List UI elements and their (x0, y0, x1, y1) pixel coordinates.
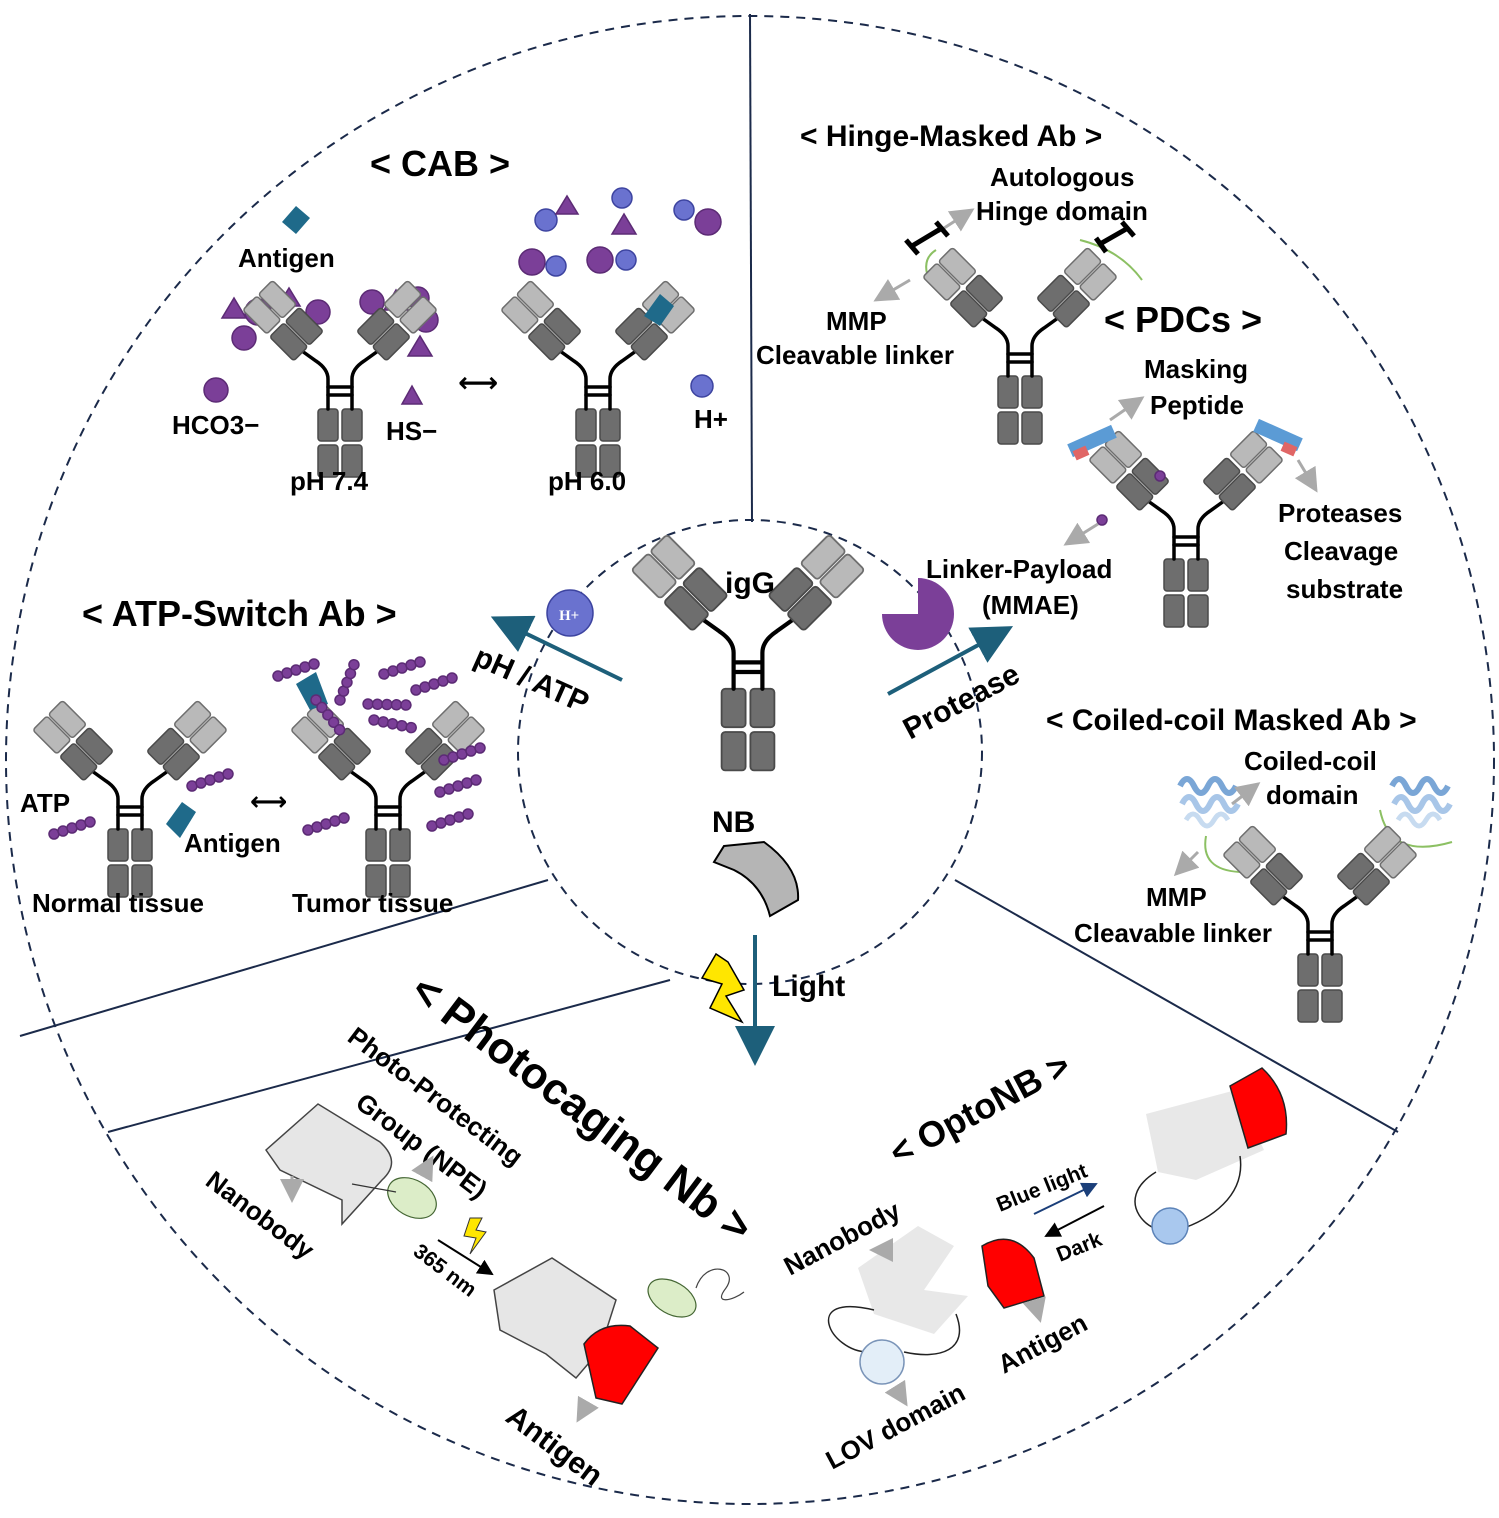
pdc-protease-1: Proteases (1278, 498, 1402, 528)
coiled-domain-2: domain (1266, 780, 1358, 810)
pdc-protease-3: substrate (1286, 574, 1403, 604)
opto-lov-dark (859, 1339, 905, 1385)
cab-ph-left: pH 7.4 (290, 466, 369, 496)
opto-nanobody-dark (858, 1226, 968, 1334)
hinge-autologous-1: Autologous (990, 162, 1134, 192)
opto-blue-light: Blue light (993, 1159, 1090, 1216)
hinge-mmp-2: Cleavable linker (756, 340, 954, 370)
coiled-title: < Coiled-coil Masked Ab > (1046, 704, 1417, 737)
opto-antigen-label: Antigen (993, 1307, 1093, 1379)
hinge-autologous-2: Hinge domain (976, 196, 1148, 226)
cab-section: < CAB > Antigen HCO3− HS− pH 7.4 ⟷ (172, 143, 728, 496)
pdc-title: < PDCs > (1104, 299, 1262, 340)
hinge-section: < Hinge-Masked Ab > Autologous Hinge dom… (756, 120, 1148, 446)
cab-hplus-label: H+ (694, 404, 728, 434)
pdc-masking-2: Peptide (1150, 390, 1244, 420)
optonb-title: < OptoNB > (883, 1044, 1077, 1173)
atp-normal: Normal tissue (32, 888, 204, 918)
atp-equilibrium: ⟷ (250, 786, 287, 816)
divider-lower-left (107, 979, 671, 1133)
pdc-payload-2: (MMAE) (982, 590, 1079, 620)
opto-nanobody-bright (1146, 1090, 1264, 1180)
inner-circle (517, 519, 983, 985)
optonb-section: < OptoNB > Blue light Dark Nanobody LOV … (779, 1044, 1288, 1475)
atp-tumor: Tumor tissue (292, 888, 453, 918)
center-nb: NB (712, 806, 800, 918)
photocaging-wavelength: 365 nm (409, 1240, 481, 1302)
nanobody-shape (712, 840, 800, 918)
nb-label: NB (712, 806, 755, 839)
atp-title: < ATP-Switch Ab > (82, 593, 397, 634)
center-hplus: H+ (546, 589, 594, 637)
hplus-symbol: H+ (559, 608, 579, 624)
coil-left (1180, 779, 1238, 826)
coiled-domain-1: Coiled-coil (1244, 746, 1377, 776)
coiled-mmp-2: Cleavable linker (1074, 918, 1272, 948)
cab-equilibrium: ⟷ (458, 367, 498, 398)
opto-antigen-free (981, 1238, 1045, 1309)
divider-upper-left (19, 879, 549, 1037)
cab-hco3-label: HCO3− (172, 410, 259, 440)
center-igg: igG (631, 534, 864, 770)
released-npe (647, 1278, 697, 1318)
hinge-mmp-1: MMP (826, 306, 887, 336)
cab-free-antigen (282, 206, 310, 234)
cab-antigen-label: Antigen (238, 243, 335, 273)
coil-right (1392, 779, 1450, 826)
divider-top (749, 13, 753, 523)
coiled-mmp-1: MMP (1146, 882, 1207, 912)
protease-label: Protease (898, 658, 1025, 747)
atp-label: ATP (20, 788, 70, 818)
light-label: Light (772, 970, 845, 1003)
arrow-ph-atp (490, 615, 623, 682)
caged-nanobody (265, 1103, 393, 1226)
pdc-protease-2: Cleavage (1284, 536, 1398, 566)
opto-dark: Dark (1053, 1228, 1105, 1267)
cab-ph-right: pH 6.0 (548, 466, 626, 496)
hplus-ball (546, 589, 594, 637)
photocaging-antigen (583, 1324, 659, 1405)
lightning-icon (700, 952, 746, 1024)
atp-antigen-label: Antigen (184, 828, 281, 858)
ph-atp-label: pH / ATP (469, 640, 594, 720)
pdc-payload-1: Linker-Payload (926, 554, 1112, 584)
npe-group (387, 1177, 437, 1219)
coiled-section: < Coiled-coil Masked Ab > Coiled-coil do… (1046, 704, 1452, 1024)
divider-right (954, 879, 1399, 1133)
atp-free-antigen (166, 802, 196, 838)
payload-pacman (882, 578, 954, 650)
photocaging-section: < Photocaging Nb > Photo-Protecting Grou… (200, 965, 761, 1493)
cab-title: < CAB > (370, 143, 510, 184)
cab-bound-antigen (644, 294, 674, 326)
pdc-mask-right (1253, 418, 1303, 452)
hinge-title: < Hinge-Masked Ab > (800, 120, 1102, 153)
pdc-masking-1: Masking (1144, 354, 1248, 384)
cab-hs-label: HS− (386, 416, 437, 446)
opto-antigen-bound (1229, 1067, 1288, 1149)
opto-lov-bright (1151, 1207, 1189, 1245)
igg-label: igG (725, 567, 775, 600)
photocaging-lightning-icon (463, 1217, 487, 1255)
opto-lov-label: LOV domain (821, 1377, 970, 1475)
atp-section: < ATP-Switch Ab > ATP Antigen Normal tis… (20, 593, 488, 918)
arrow-protease (887, 626, 1014, 696)
pdc-section: < PDCs > Masking Peptide Proteases Cleav… (926, 299, 1403, 629)
